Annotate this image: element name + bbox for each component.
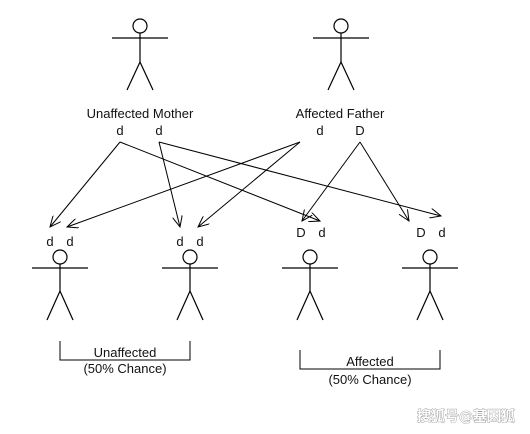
child-2-figure (162, 249, 218, 321)
mother-allele-2: d (155, 123, 162, 138)
child-3-allele-2: d (318, 225, 325, 240)
child-1-allele-2: d (66, 234, 73, 249)
child-1-figure (32, 249, 88, 321)
child-4-allele-2: d (438, 225, 445, 240)
father-allele-2: D (355, 123, 364, 138)
father-figure (313, 18, 369, 91)
affected-bracket (299, 350, 441, 370)
arrow-father-d-to-child-2 (198, 141, 301, 227)
affected-label: Affected (346, 354, 393, 369)
unaffected-chance: (50% Chance) (83, 361, 166, 376)
unaffected-bracket (59, 341, 191, 361)
arrow-father-D-to-child-3 (302, 141, 361, 221)
mother-label: Unaffected Mother (87, 106, 194, 121)
mother-figure (112, 18, 168, 91)
inheritance-arrows (50, 141, 441, 227)
child-2-allele-1: d (176, 234, 183, 249)
arrow-father-d-to-child-1 (67, 141, 301, 227)
child-3-figure (282, 249, 338, 321)
watermark-text: 搜狐号@基因狐 (417, 408, 515, 425)
father-label: Affected Father (296, 106, 385, 121)
arrow-father-D-to-child-4 (359, 141, 409, 221)
arrow-mother-d1-to-child-1 (50, 141, 121, 227)
child-4-allele-1: D (416, 225, 425, 240)
unaffected-label: Unaffected (94, 345, 157, 360)
child-2-allele-2: d (196, 234, 203, 249)
affected-chance: (50% Chance) (328, 372, 411, 387)
arrow-mother-d2-to-child-2 (158, 141, 180, 227)
child-4-figure (402, 249, 458, 321)
arrow-mother-d2-to-child-4 (158, 141, 441, 216)
arrow-mother-d1-to-child-3 (119, 141, 320, 221)
child-3-allele-1: D (296, 225, 305, 240)
mother-allele-1: d (116, 123, 123, 138)
child-1-allele-1: d (46, 234, 53, 249)
father-allele-1: d (316, 123, 323, 138)
